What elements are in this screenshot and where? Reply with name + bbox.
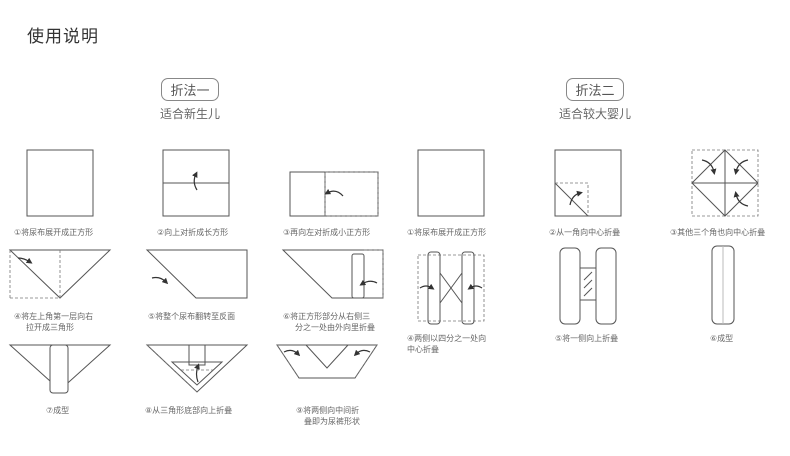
m1-step8-caption: ⑧从三角形底部向上折叠 [145, 406, 233, 415]
m2-step2-caption: ②从一角向中心折叠 [549, 228, 621, 237]
m1-step2-caption: ②向上对折成长方形 [157, 228, 229, 237]
m2-step2-diagram [554, 149, 622, 217]
m2-step6-caption: ⑥成型 [710, 334, 734, 343]
m1-step6-caption: ⑥将正方形部分从右侧三 分之一处由外向里折叠 [283, 312, 375, 332]
m2-step3-caption: ③其他三个角也向中心折叠 [670, 228, 766, 237]
m1-step3-diagram [289, 171, 379, 217]
m1-step1-caption: ①将尿布展开成正方形 [14, 228, 94, 237]
m2-step5-diagram [559, 247, 617, 325]
m1-step9-caption: ⑨将两侧向中间折 叠即为尿裤形状 [296, 406, 360, 426]
m1-step8-diagram [145, 344, 249, 393]
m1-step5-diagram [145, 249, 248, 299]
m2-step4-caption: ④两侧以四分之一处向 中心折叠 [407, 334, 487, 354]
m1-step1-diagram [26, 149, 94, 217]
m2-step6-diagram [711, 245, 735, 325]
m1-step4-caption: ④将左上角第一层向右 拉开成三角形 [14, 312, 94, 332]
m1-step6-diagram [281, 249, 384, 299]
page-title: 使用说明 [27, 27, 99, 47]
m2-step3-diagram [691, 149, 759, 217]
method-one-subtitle: 适合新生儿 [159, 107, 220, 121]
m2-step1-caption: ①将尿布展开成正方形 [407, 228, 487, 237]
m2-step4-diagram [417, 251, 485, 325]
method-two-header: 折法二 适合较大婴儿 [545, 78, 645, 122]
method-two-badge: 折法二 [566, 78, 624, 101]
m1-step9-diagram [276, 344, 378, 379]
method-one-header: 折法一 适合新生儿 [140, 78, 240, 122]
method-two-subtitle: 适合较大婴儿 [558, 107, 631, 121]
m1-step7-caption: ⑦成型 [46, 406, 70, 415]
m1-step5-caption: ⑤将整个尿布翻转至反面 [148, 312, 236, 321]
m1-step7-diagram [8, 344, 112, 394]
m2-step1-diagram [417, 149, 485, 217]
m1-step4-diagram [8, 249, 112, 299]
m2-step5-caption: ⑤将一侧向上折叠 [555, 334, 619, 343]
m1-step2-diagram [162, 149, 230, 217]
m1-step3-caption: ③再向左对折成小正方形 [283, 228, 371, 237]
method-one-badge: 折法一 [161, 78, 219, 101]
